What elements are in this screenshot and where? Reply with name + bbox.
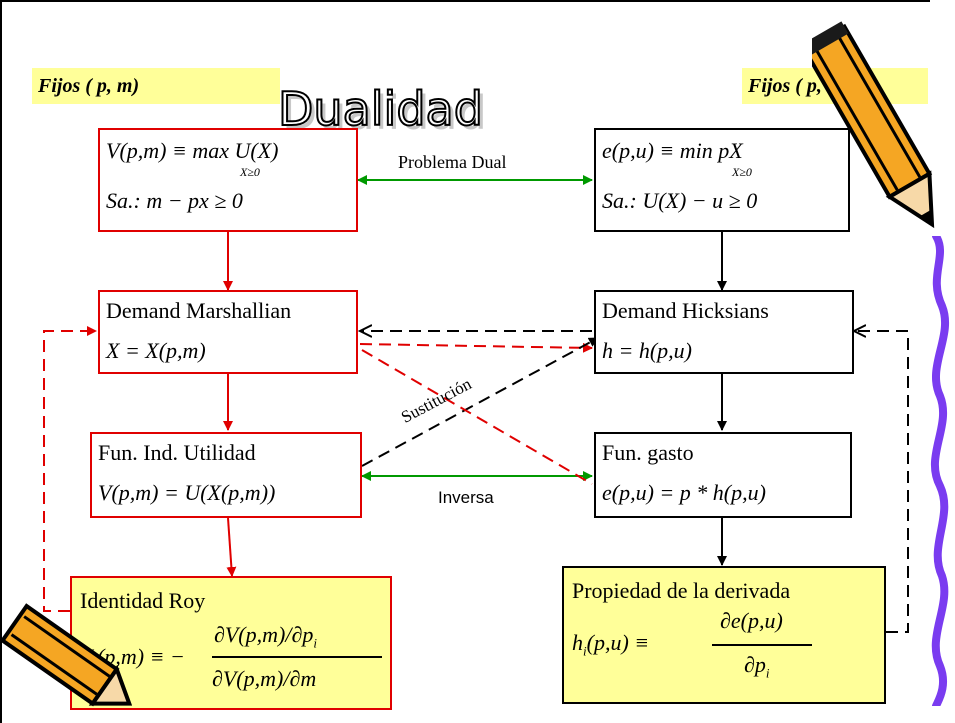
frame-left-edge <box>0 0 2 723</box>
pencil-bottom-left-icon <box>2 603 132 707</box>
expenditure-formula: e(p,u) = p * h(p,u) <box>602 480 766 505</box>
shephard-lhs: hi(p,u) ≡ <box>572 630 650 659</box>
primal-constraint: Sa.: m − px ≥ 0 <box>106 188 243 213</box>
edge-indirect-roy <box>226 517 237 577</box>
dual-problem-box: e(p,u) ≡ min pX X≥0 Sa.: U(X) − u ≥ 0 <box>594 128 850 232</box>
indirect-utility-title: Fun. Ind. Utilidad <box>98 440 256 465</box>
shephard-title: Propiedad de la derivada <box>572 578 791 603</box>
hicksian-title: Demand Hicksians <box>602 298 769 323</box>
edge-substitution-diagonal <box>361 337 599 467</box>
primal-objective-subscript: X≥0 <box>240 165 260 179</box>
dual-objective-subscript: X≥0 <box>732 165 752 179</box>
expenditure-function-box: Fun. gasto e(p,u) = p * h(p,u) <box>594 432 852 518</box>
dual-constraint: Sa.: U(X) − u ≥ 0 <box>602 188 758 213</box>
slide-title: Dualidad <box>277 81 484 137</box>
hicksian-formula: h = h(p,u) <box>602 338 692 363</box>
shephard-lemma-box: Propiedad de la derivada hi(p,u) ≡ ∂e(p,… <box>562 566 886 704</box>
edge-shephard-hicksian-loop <box>854 331 909 633</box>
left-header-label: Fijos ( p, m) <box>32 68 280 104</box>
shephard-fraction-bar <box>712 644 812 646</box>
edge-label-dual-problem: Problema Dual <box>398 152 507 172</box>
dual-objective: e(p,u) ≡ min pX <box>602 138 743 163</box>
indirect-utility-box: Fun. Ind. Utilidad V(p,m) = U(X(p,m)) <box>90 432 362 518</box>
squiggle-decoration-icon <box>931 236 950 706</box>
edge-marshallian-expenditure-diagonal <box>361 349 593 485</box>
indirect-utility-formula: V(p,m) = U(X(p,m)) <box>98 480 276 505</box>
edge-marshallian-hicksian-dashed <box>359 342 593 353</box>
edge-roy-marshallian-loop <box>43 326 97 612</box>
hicksian-demand-box: Demand Hicksians h = h(p,u) <box>594 290 854 374</box>
marshallian-demand-box: Demand Marshallian X = X(p,m) <box>98 290 358 374</box>
roy-fraction-bar <box>212 656 382 658</box>
primal-objective: V(p,m) ≡ max U(X) <box>106 138 279 163</box>
expenditure-title: Fun. gasto <box>602 440 694 465</box>
shephard-numerator: ∂e(p,u) <box>720 608 783 633</box>
pencil-top-right-icon <box>812 21 935 229</box>
frame-top-edge <box>0 0 930 2</box>
edge-label-inverse: Inversa <box>438 488 494 507</box>
roy-denominator: ∂V(p,m)/∂m <box>212 666 317 691</box>
marshallian-title: Demand Marshallian <box>106 298 292 323</box>
roy-title: Identidad Roy <box>80 588 206 613</box>
marshallian-formula: X = X(p,m) <box>106 338 206 363</box>
primal-problem-box: V(p,m) ≡ max U(X) X≥0 Sa.: m − px ≥ 0 <box>98 128 358 232</box>
roy-numerator: ∂V(p,m)/∂pi <box>214 622 317 651</box>
shephard-denominator: ∂pi <box>744 652 770 681</box>
